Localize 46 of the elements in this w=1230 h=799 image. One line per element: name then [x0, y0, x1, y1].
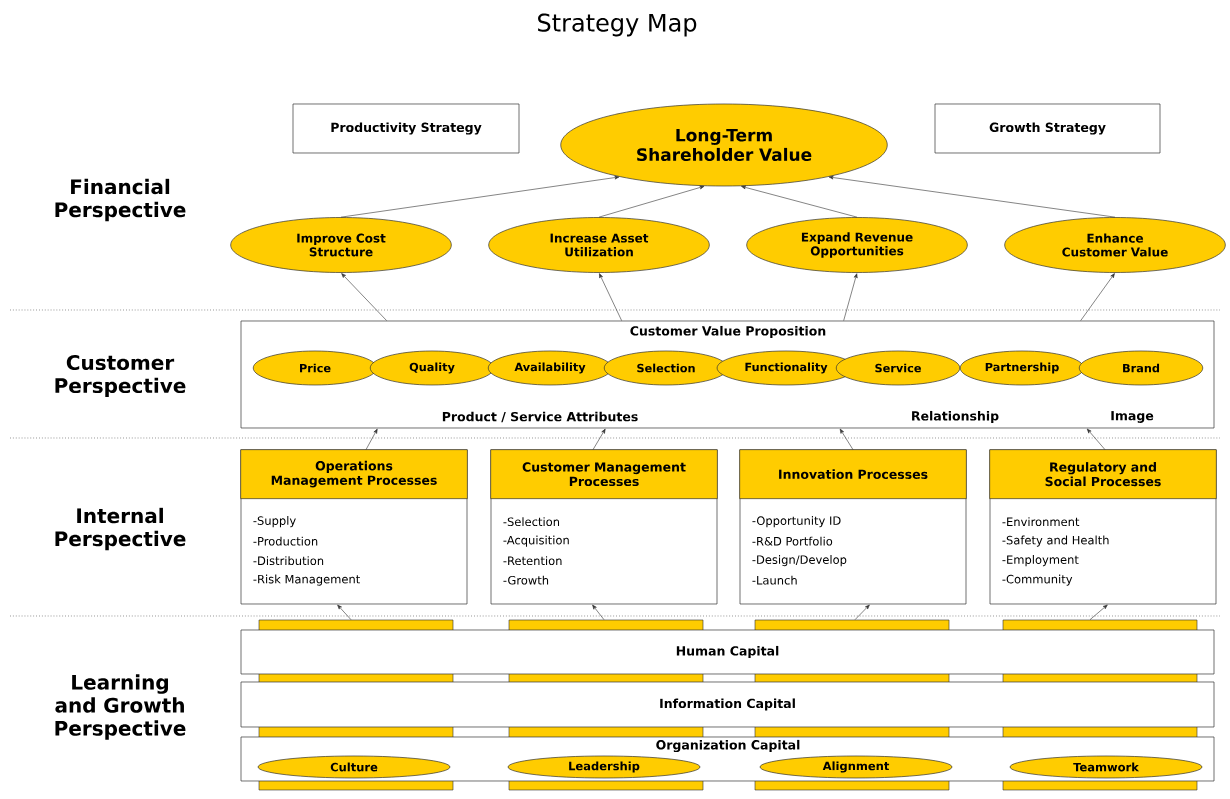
oval-node: Alignment: [759, 755, 953, 779]
arrow: [854, 604, 870, 620]
oval-node: Brand: [1078, 350, 1204, 386]
process-box: Customer Management Processes -Selection -Acquisition -Retention -Growth: [490, 449, 718, 605]
title: Strategy Map: [538, 13, 697, 37]
arrow: [365, 428, 378, 450]
process-box: Innovation Processes -Opportunity ID -R&D Portfolio -Design/Develop -Launch: [739, 449, 967, 605]
oval-node: Expand Revenue Opportunities: [746, 217, 968, 273]
oval-node: Service: [835, 350, 961, 386]
perspective-label: Customer Perspective: [55, 355, 186, 397]
arrow: [341, 273, 387, 321]
arrow: [598, 185, 705, 218]
arrow: [599, 273, 622, 321]
oval-node: Teamwork: [1009, 755, 1203, 779]
oval-node: Culture: [257, 755, 451, 779]
box: Growth Strategy: [934, 103, 1161, 154]
perspective-label: Financial Perspective: [55, 178, 186, 222]
process-box: Operations Management Processes -Supply -Production -Distribution -Risk Management: [240, 449, 468, 605]
box: Productivity Strategy: [292, 103, 520, 154]
arrow: [1089, 604, 1108, 620]
arrow: [592, 428, 606, 450]
box: Human Capital: [240, 629, 1215, 675]
arrow: [1086, 428, 1106, 450]
arrow: [828, 175, 1116, 218]
oval-node: Functionality: [716, 350, 856, 386]
oval-node: Leadership: [507, 755, 701, 779]
arrow: [741, 185, 858, 218]
perspective-label: Learning and Growth Perspective: [55, 674, 186, 740]
oval-node: Quality: [369, 350, 495, 386]
oval-node: Improve Cost Structure: [230, 217, 452, 273]
arrow: [1080, 273, 1115, 321]
oval-node: Partnership: [959, 350, 1085, 386]
arrow: [337, 604, 352, 620]
box: Information Capital: [240, 681, 1215, 728]
arrow: [340, 175, 620, 218]
process-box: Regulatory and Social Processes -Environment -Safety and Health -Employment -Community: [989, 449, 1217, 605]
oval-node: Enhance Customer Value: [1004, 217, 1226, 273]
perspective-label: Internal Perspective: [55, 507, 186, 551]
arrow: [843, 273, 858, 321]
oval-node: Price: [252, 350, 378, 386]
arrow: [839, 428, 854, 450]
oval-node: Selection: [603, 350, 729, 386]
arrow: [592, 604, 605, 620]
oval-node: Long-Term Shareholder Value: [560, 103, 888, 187]
oval-node: Availability: [487, 350, 613, 386]
oval-node: Increase Asset Utilization: [488, 217, 710, 273]
